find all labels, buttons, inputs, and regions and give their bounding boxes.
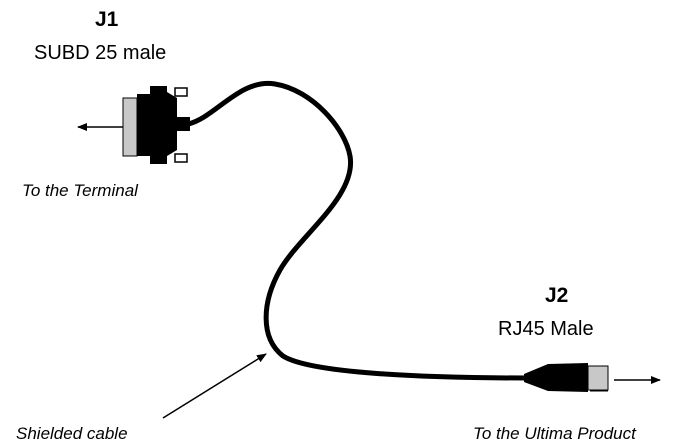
j1-subd25-connector — [122, 86, 190, 164]
j1-id-label: J1 — [95, 8, 119, 31]
j1-type-label: SUBD 25 male — [34, 42, 167, 64]
j1-strain-relief — [176, 117, 190, 131]
j2-shell — [524, 363, 588, 392]
cable-label: Shielded cable — [16, 424, 128, 443]
j1-bottom-screw — [174, 153, 188, 163]
pointer-arrow-icon — [162, 353, 267, 419]
j2-type-label: RJ45 Male — [498, 318, 594, 340]
shielded-cable — [185, 80, 533, 381]
j1-top-screw — [174, 87, 188, 97]
j2-id-label: J2 — [545, 284, 569, 307]
j2-rj45-connector — [524, 363, 609, 392]
j2-plug — [587, 365, 609, 391]
j1-direction-label: To the Terminal — [22, 181, 138, 200]
j1-pin-body — [122, 97, 138, 157]
j2-direction-label: To the Ultima Product — [473, 424, 636, 443]
j1-shell — [137, 86, 177, 164]
